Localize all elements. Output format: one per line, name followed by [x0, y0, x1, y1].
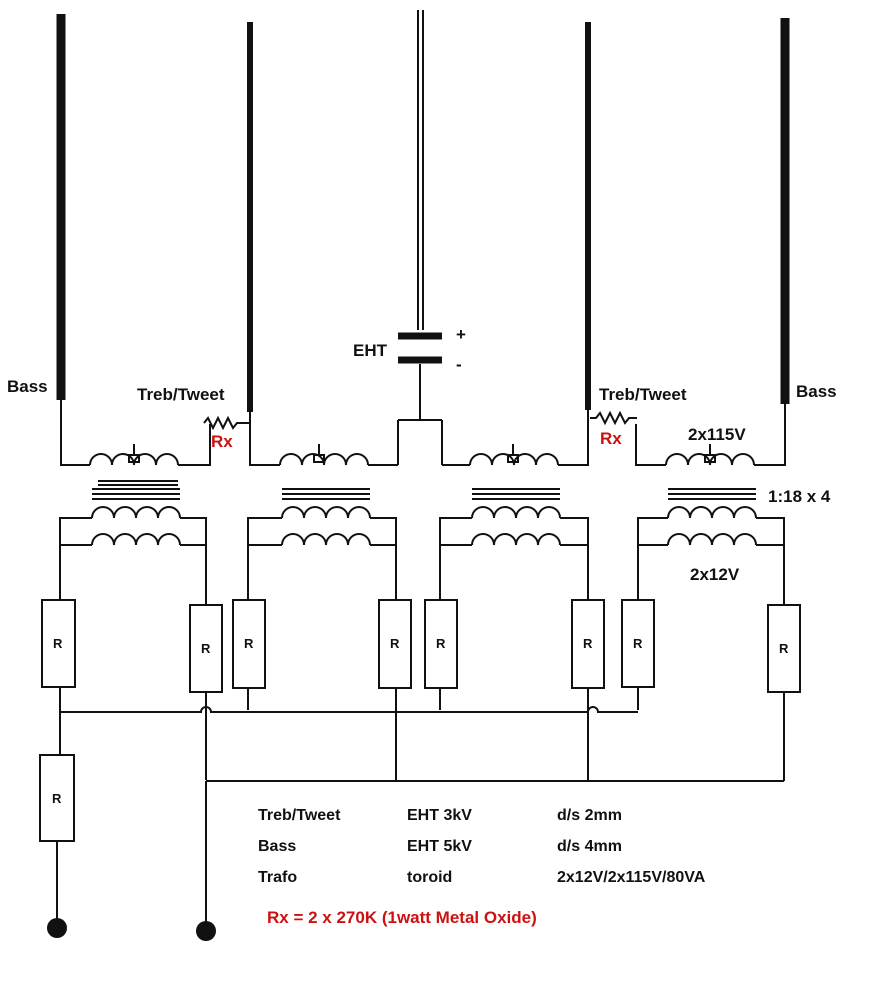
trafo1-rx-resistor [203, 415, 251, 431]
primary-voltage-label: 2x115V [688, 425, 746, 444]
trafo3-secondary-wiring [439, 517, 589, 600]
trafo3-primary-right-wire [558, 410, 589, 466]
resistor-leads [59, 687, 785, 781]
resistor-6-label: R [583, 636, 593, 651]
trafo1-tap [128, 454, 140, 463]
spec-row-1-name: Treb/Tweet [258, 807, 341, 824]
trafo1-secondary-coils [91, 506, 181, 546]
trafo2-primary-left-wire [249, 412, 280, 466]
trafo-cores [92, 488, 756, 500]
eht-plus-label: + [456, 325, 466, 344]
treb-label-right: Treb/Tweet [599, 385, 687, 404]
spec-row-2-eht: EHT 5kV [407, 838, 472, 855]
bass-label-right: Bass [796, 382, 837, 401]
trafo2-tap [313, 454, 325, 463]
trafo4-secondary-coils [667, 506, 757, 546]
trafo1-primary-left-wire [60, 400, 90, 466]
trafo3-secondary-coils [471, 506, 561, 546]
output-terminal-right[interactable] [196, 921, 216, 941]
trafo-center-taps [133, 444, 711, 454]
spec-row-3-eht: toroid [407, 869, 452, 886]
eht-minus-label: - [456, 355, 462, 374]
common-bus-lower [205, 700, 784, 782]
trafo2-secondary-coils [281, 506, 371, 546]
spec-row-3-ds: 2x12V/2x115V/80VA [557, 869, 706, 886]
trafo1-primary-right-wire [178, 424, 211, 466]
trafo4-primary-left-wire [635, 424, 666, 466]
resistor-8-label: R [779, 641, 789, 656]
resistor-3-label: R [244, 636, 254, 651]
rx-label-right: Rx [600, 429, 622, 448]
trafo2-primary-coil [279, 453, 369, 466]
resistor-2-label: R [201, 641, 211, 656]
resistor-5-label: R [436, 636, 446, 651]
trafo1-primary-coil [89, 453, 179, 466]
trafo4-secondary-wiring [637, 517, 785, 605]
spec-row-1-eht: EHT 3kV [407, 807, 472, 824]
resistor-9-label: R [52, 791, 62, 806]
resistor-4-label: R [390, 636, 400, 651]
spec-row-2-ds: d/s 4mm [557, 838, 622, 855]
output-leads [56, 781, 207, 929]
treb-label-left: Treb/Tweet [137, 385, 225, 404]
ratio-label: 1:18 x 4 [768, 487, 831, 506]
eht-label: EHT [353, 341, 388, 360]
resistor-7-label: R [633, 636, 643, 651]
trafo3-primary-coil [469, 453, 559, 466]
trafo3-tap [507, 454, 519, 463]
trafo4-primary-right-wire [754, 404, 786, 466]
rx-note: Rx = 2 x 270K (1watt Metal Oxide) [267, 908, 537, 927]
trafo1-secondary-wiring [59, 517, 207, 605]
trafo4-primary-coil [665, 453, 755, 466]
bass-label-left: Bass [7, 377, 48, 396]
trafo1-primary-winding-hint [98, 480, 178, 486]
rx-label-left: Rx [211, 432, 233, 451]
common-bus-upper [60, 706, 638, 713]
resistor-1 [41, 599, 76, 688]
resistor-1-label: R [53, 636, 63, 651]
secondary-voltage-label: 2x12V [690, 565, 740, 584]
spec-row-1-ds: d/s 2mm [557, 807, 622, 824]
trafo4-rx-resistor [590, 410, 637, 426]
trafo2-secondary-wiring [247, 517, 397, 600]
spec-row-2-name: Bass [258, 838, 296, 855]
trafo4-tap [704, 454, 716, 463]
output-terminal-left[interactable] [47, 918, 67, 938]
spec-row-3-name: Trafo [258, 869, 297, 886]
